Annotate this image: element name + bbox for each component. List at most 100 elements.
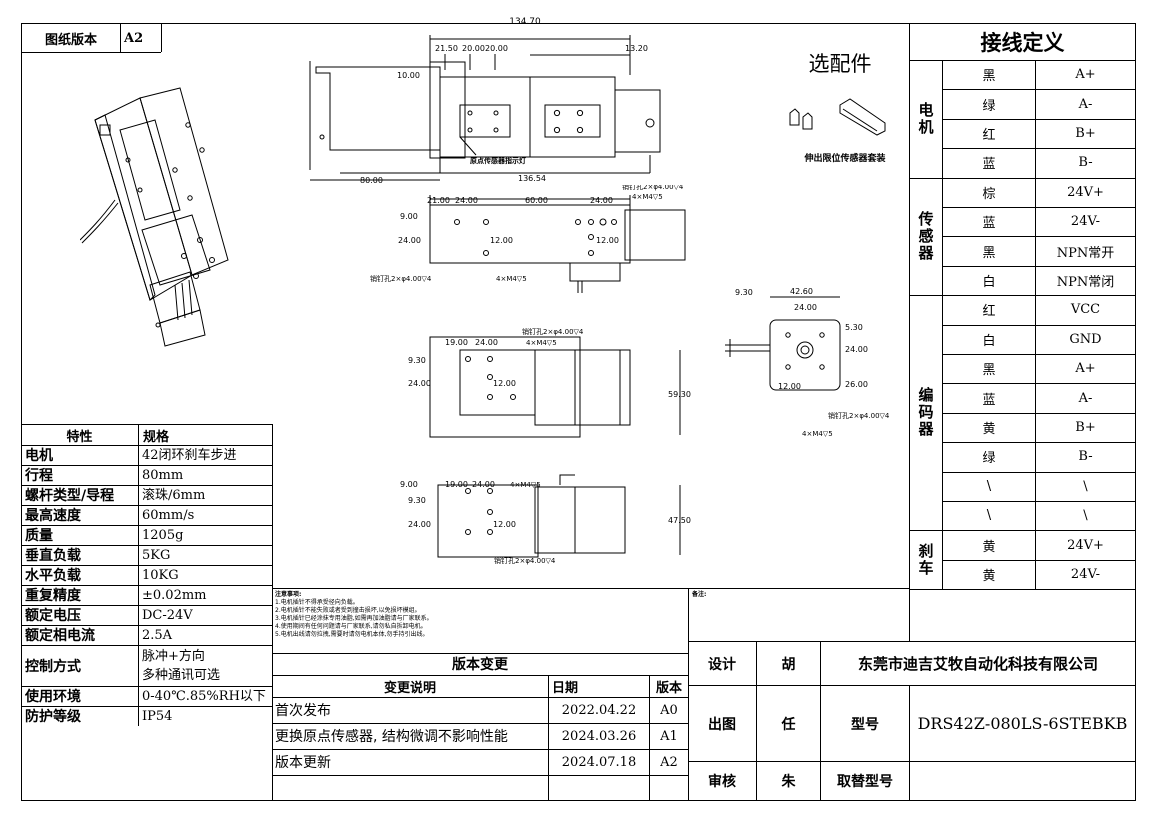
- wire-signal: A+: [1075, 361, 1096, 377]
- v2-dim-g: 12.00: [490, 236, 513, 245]
- wire-signal: 24V+: [1067, 537, 1104, 553]
- wire-signal: \: [1083, 478, 1088, 494]
- spec-value: 42闭环刹车步进: [142, 447, 237, 463]
- side-pin: 销钉孔2×φ4.00▽4: [828, 411, 890, 420]
- side-dim-e: 24.00: [845, 345, 868, 354]
- v2-pin-right: 销钉孔2×φ4.00▽4: [622, 185, 684, 191]
- wire-color: 绿: [982, 451, 996, 467]
- spec-value: 1205g: [142, 527, 184, 543]
- v4-dim-f: 12.00: [493, 520, 516, 529]
- draw-label: 出图: [708, 716, 736, 733]
- spec-value: 滚珠/6mm: [142, 487, 206, 503]
- remark-label: 备注:: [692, 591, 707, 598]
- wire-signal: 24V+: [1067, 184, 1104, 200]
- spec-feature: 水平负载: [25, 568, 81, 584]
- wire-color: 白: [982, 274, 996, 290]
- replace-value: [910, 762, 1135, 800]
- top-sensor-label: 原点传感器指示灯: [470, 156, 526, 165]
- wire-color: 蓝: [982, 216, 996, 232]
- wire-signal: GND: [1069, 331, 1102, 347]
- spec-value: 5KG: [142, 547, 171, 563]
- spec-feature: 质量: [25, 528, 53, 544]
- wire-signal: B+: [1075, 419, 1096, 435]
- draw-name: 任: [781, 716, 796, 733]
- version-value: A2: [124, 30, 144, 46]
- top-dim-c: 20.00: [485, 44, 508, 53]
- drawing-sheet: [21, 23, 1136, 801]
- v2-dim-e: 9.00: [400, 212, 418, 221]
- wire-color: 绿: [982, 98, 996, 114]
- specs-header-feature: 特性: [66, 429, 93, 445]
- model-label: 型号: [851, 716, 879, 733]
- options-title: 选配件: [808, 52, 872, 76]
- side-dim-g: 26.00: [845, 380, 868, 389]
- top-dim-b: 20.00: [462, 44, 485, 53]
- wiring-title: 接线定义: [980, 31, 1065, 55]
- side-view-drawing: 9.30 42.60 24.00 5.30 24.00 12.00 26.00 …: [725, 287, 890, 438]
- wire-group-label: 电机: [918, 100, 934, 136]
- side-dim-d: 5.30: [845, 323, 863, 332]
- v2-hole: 4×M4▽5: [496, 275, 527, 283]
- revision-date: 2022.04.22: [561, 702, 637, 718]
- wire-signal: B-: [1078, 155, 1093, 171]
- v3-dim-b: 24.00: [475, 338, 498, 347]
- wire-color: 黑: [982, 245, 996, 261]
- wire-color: 蓝: [982, 392, 996, 408]
- spec-value: 80mm: [142, 467, 184, 483]
- spec-feature: 电机: [25, 448, 53, 464]
- spec-value: 0-40℃.85%RH以下: [142, 688, 266, 704]
- note-line: 5.电机出线请勿拉拽,需要时请勿电机本体,勿手持引出线。: [275, 631, 429, 638]
- spec-feature: 重复精度: [25, 588, 81, 604]
- revision-desc: 首次发布: [275, 703, 331, 719]
- v2-dim-b: 24.00: [455, 196, 478, 205]
- spec-feature: 使用环境: [25, 689, 81, 705]
- top-dim-total: 134.70: [509, 17, 541, 27]
- model-number: DRS42Z-080LS-6STEBKB: [917, 714, 1128, 733]
- wire-color: 黑: [982, 363, 996, 379]
- wire-signal: A-: [1078, 390, 1093, 406]
- top-dim-f: 80.00: [360, 176, 383, 185]
- wire-group-label: 刹车: [918, 541, 934, 577]
- v3-pin: 销钉孔2×φ4.00▽4: [522, 327, 584, 336]
- top-dim-d: 13.20: [625, 44, 648, 53]
- wire-color: \: [986, 478, 992, 494]
- side-dim-a: 9.30: [735, 288, 753, 297]
- v3-dim-e: 12.00: [493, 379, 516, 388]
- wire-color: 红: [982, 127, 996, 143]
- sensor-kit-image: [789, 98, 886, 136]
- spec-value: 10KG: [142, 567, 179, 583]
- v2-dim-f: 24.00: [398, 236, 421, 245]
- check-label: 审核: [708, 774, 736, 790]
- v2-hole-right: 4×M4▽5: [632, 193, 663, 201]
- wire-signal: NPN常开: [1056, 245, 1115, 261]
- note-line: 2.电机插针不能失败或者受到撞击损坏,以免损坏模组。: [275, 607, 421, 614]
- wire-group-label: 传感器: [918, 209, 934, 262]
- check-name: 朱: [781, 774, 796, 790]
- v4-dim-a: 9.00: [400, 480, 418, 489]
- spec-feature: 螺杆类型/导程: [25, 488, 115, 504]
- note-line: 4.使用期间有任何问题请与厂家联系,请勿私自拆卸电机。: [275, 623, 427, 630]
- revision-desc: 版本更新: [275, 755, 331, 771]
- revision-version: A1: [660, 728, 678, 744]
- side-dim-f: 12.00: [778, 382, 801, 391]
- notes-title: 注意事项:: [275, 591, 302, 598]
- spec-value: IP54: [142, 708, 173, 724]
- revision-date: 2024.03.26: [561, 728, 637, 744]
- wire-color: 蓝: [982, 157, 996, 173]
- wire-signal: VCC: [1070, 302, 1101, 318]
- side-hole: 4×M4▽5: [802, 430, 833, 438]
- v3-dim-d: 24.00: [408, 379, 431, 388]
- wire-color: \: [986, 508, 992, 524]
- spec-feature: 行程: [25, 468, 53, 484]
- spec-value: 脉冲+方向 多种通讯可选: [142, 648, 221, 683]
- revision-date: 2024.07.18: [561, 754, 637, 770]
- note-line: 3.电机插针已经涂抹专用油脂,如需再加油脂请与厂家联系。: [275, 615, 433, 622]
- top-view-drawing: 134.70 21.50 20.00 20.00 13.20 10.00 80.…: [309, 17, 661, 185]
- spec-feature: 最高速度: [25, 508, 81, 524]
- spec-value: 60mm/s: [142, 507, 195, 523]
- wire-color: 黄: [982, 539, 996, 555]
- v2-pin: 销钉孔2×φ4.00▽4: [370, 274, 432, 283]
- specs-header-spec: 规格: [143, 429, 170, 445]
- v2-dim-a: 21.00: [427, 196, 450, 205]
- design-label: 设计: [708, 656, 736, 673]
